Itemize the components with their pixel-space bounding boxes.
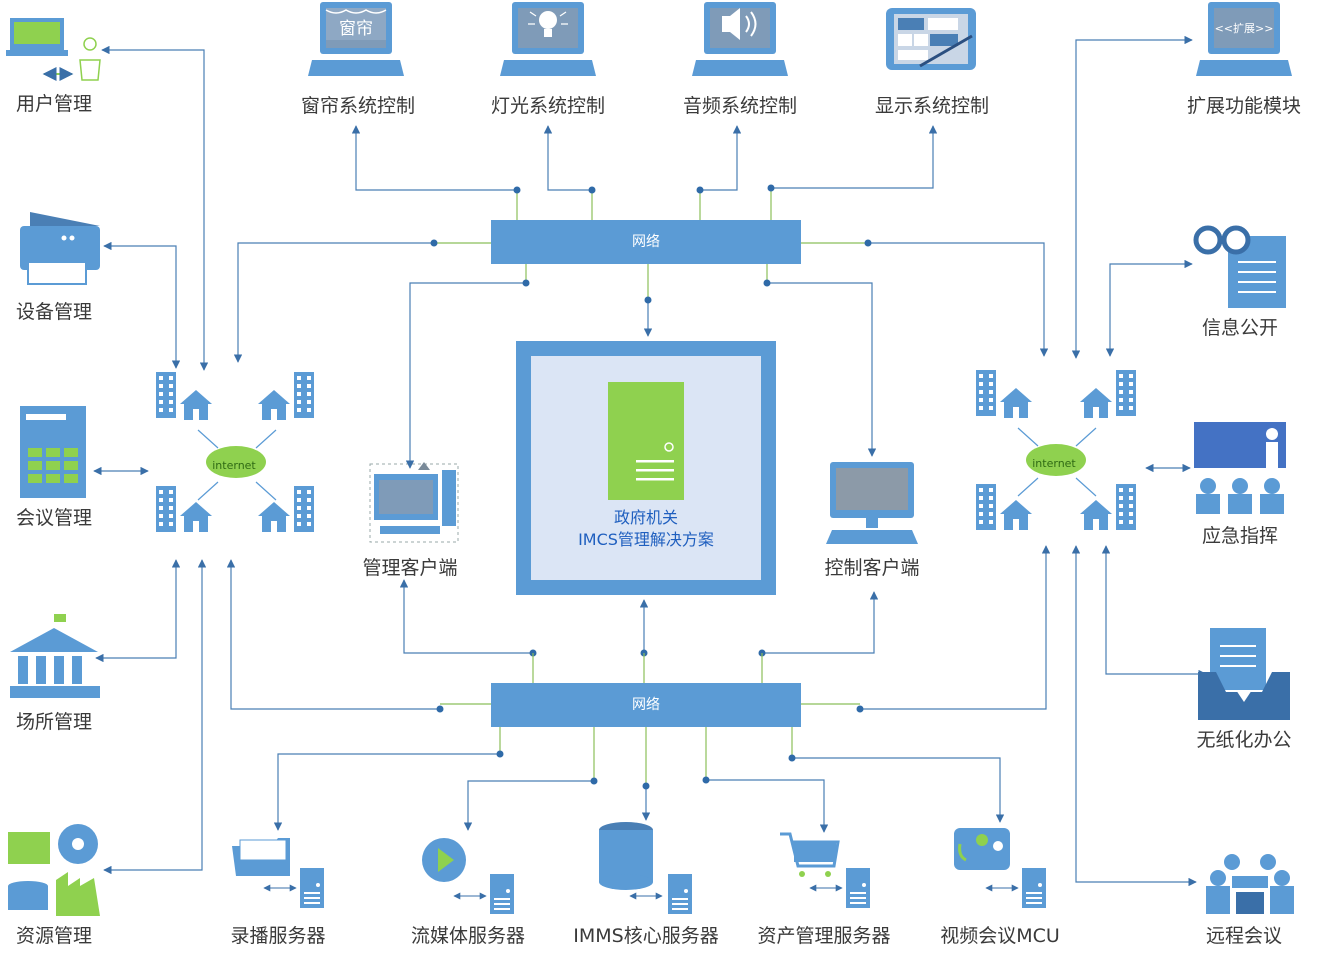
curtain-control: 窗帘 窗帘系统控制 [301, 2, 415, 117]
meeting-mgmt-label: 会议管理 [16, 507, 92, 529]
display-control-label: 显示系统控制 [875, 95, 989, 117]
record-server: 录播服务器 [230, 838, 326, 947]
internet-cluster-left: internet [156, 372, 314, 532]
emergency-label: 应急指挥 [1202, 525, 1278, 547]
lightbulb-icon [539, 11, 557, 29]
stream-server-label: 流媒体服务器 [411, 925, 525, 947]
info-public-label: 信息公开 [1202, 317, 1278, 339]
user-icon [83, 37, 97, 51]
asset-server-label: 资产管理服务器 [757, 925, 890, 947]
resource-management: 资源管理 [8, 824, 100, 947]
cloud-icon-right [1026, 444, 1086, 476]
core-title-line1: 政府机关 [614, 508, 678, 527]
ctrl-client-label: 控制客户端 [824, 557, 919, 579]
video-mcu-label: 视频会议MCU [940, 925, 1060, 947]
resource-mgmt-label: 资源管理 [16, 925, 92, 947]
core-title-line2: IMCS管理解决方案 [578, 530, 714, 549]
venue-mgmt-label: 场所管理 [16, 711, 92, 733]
stream-server: 流媒体服务器 [411, 838, 525, 947]
printer-icon [20, 226, 100, 270]
management-client: 管理客户端 [362, 462, 459, 579]
remote-meeting-label: 远程会议 [1206, 925, 1282, 947]
user-mgmt-label: 用户管理 [16, 93, 92, 115]
remote-meeting: 远程会议 [1206, 854, 1294, 947]
paperless-office: 无纸化办公 [1196, 628, 1292, 751]
group-icon [1206, 854, 1294, 914]
venue-management: 场所管理 [10, 614, 100, 733]
imms-server-label: IMMS核心服务器 [573, 925, 718, 947]
control-client: 控制客户端 [824, 462, 920, 579]
network-bottom-bar [491, 683, 801, 727]
network-top-label: 网络 [632, 234, 660, 250]
info-public: 信息公开 [1193, 225, 1286, 339]
display-control: 显示系统控制 [875, 8, 989, 117]
light-control: 灯光系统控制 [491, 2, 605, 117]
curtain-control-label: 窗帘系统控制 [301, 95, 415, 117]
internet-left-label: internet [212, 459, 256, 472]
record-server-label: 录播服务器 [230, 925, 325, 947]
ext-module-label: 扩展功能模块 [1187, 95, 1301, 117]
paperless-label: 无纸化办公 [1196, 729, 1291, 751]
emergency-command: 应急指挥 [1194, 422, 1286, 547]
imms-server: IMMS核心服务器 [573, 822, 719, 947]
audio-control: 音频系统控制 [683, 2, 797, 117]
light-control-label: 灯光系统控制 [491, 95, 605, 117]
video-call-icon [954, 828, 1010, 870]
cloud-icon [206, 446, 266, 478]
mgmt-client-label: 管理客户端 [362, 557, 457, 579]
ext-screen-text: <<扩展>> [1215, 21, 1274, 35]
curtain-screen-text: 窗帘 [339, 19, 373, 39]
glasses-icon [1193, 225, 1223, 255]
factory-icon [56, 872, 100, 916]
extension-module: <<扩展>> 扩展功能模块 [1187, 2, 1301, 117]
network-bottom-label: 网络 [632, 697, 660, 713]
video-mcu: 视频会议MCU [940, 828, 1060, 947]
internet-cluster-right: internet [976, 370, 1136, 530]
connectors [93, 35, 1207, 887]
user-management: 用户管理 [6, 18, 101, 115]
asset-server: 资产管理服务器 [757, 832, 891, 947]
network-top-bar [491, 220, 801, 264]
speaker-icon [722, 8, 740, 40]
core-solution: 政府机关 IMCS管理解决方案 [516, 341, 776, 595]
internet-right-label: internet [1032, 457, 1076, 470]
device-mgmt-label: 设备管理 [16, 301, 92, 323]
meeting-management: 会议管理 [16, 406, 92, 529]
device-management: 设备管理 [16, 212, 100, 323]
building-icon [10, 628, 98, 652]
audio-control-label: 音频系统控制 [683, 95, 797, 117]
